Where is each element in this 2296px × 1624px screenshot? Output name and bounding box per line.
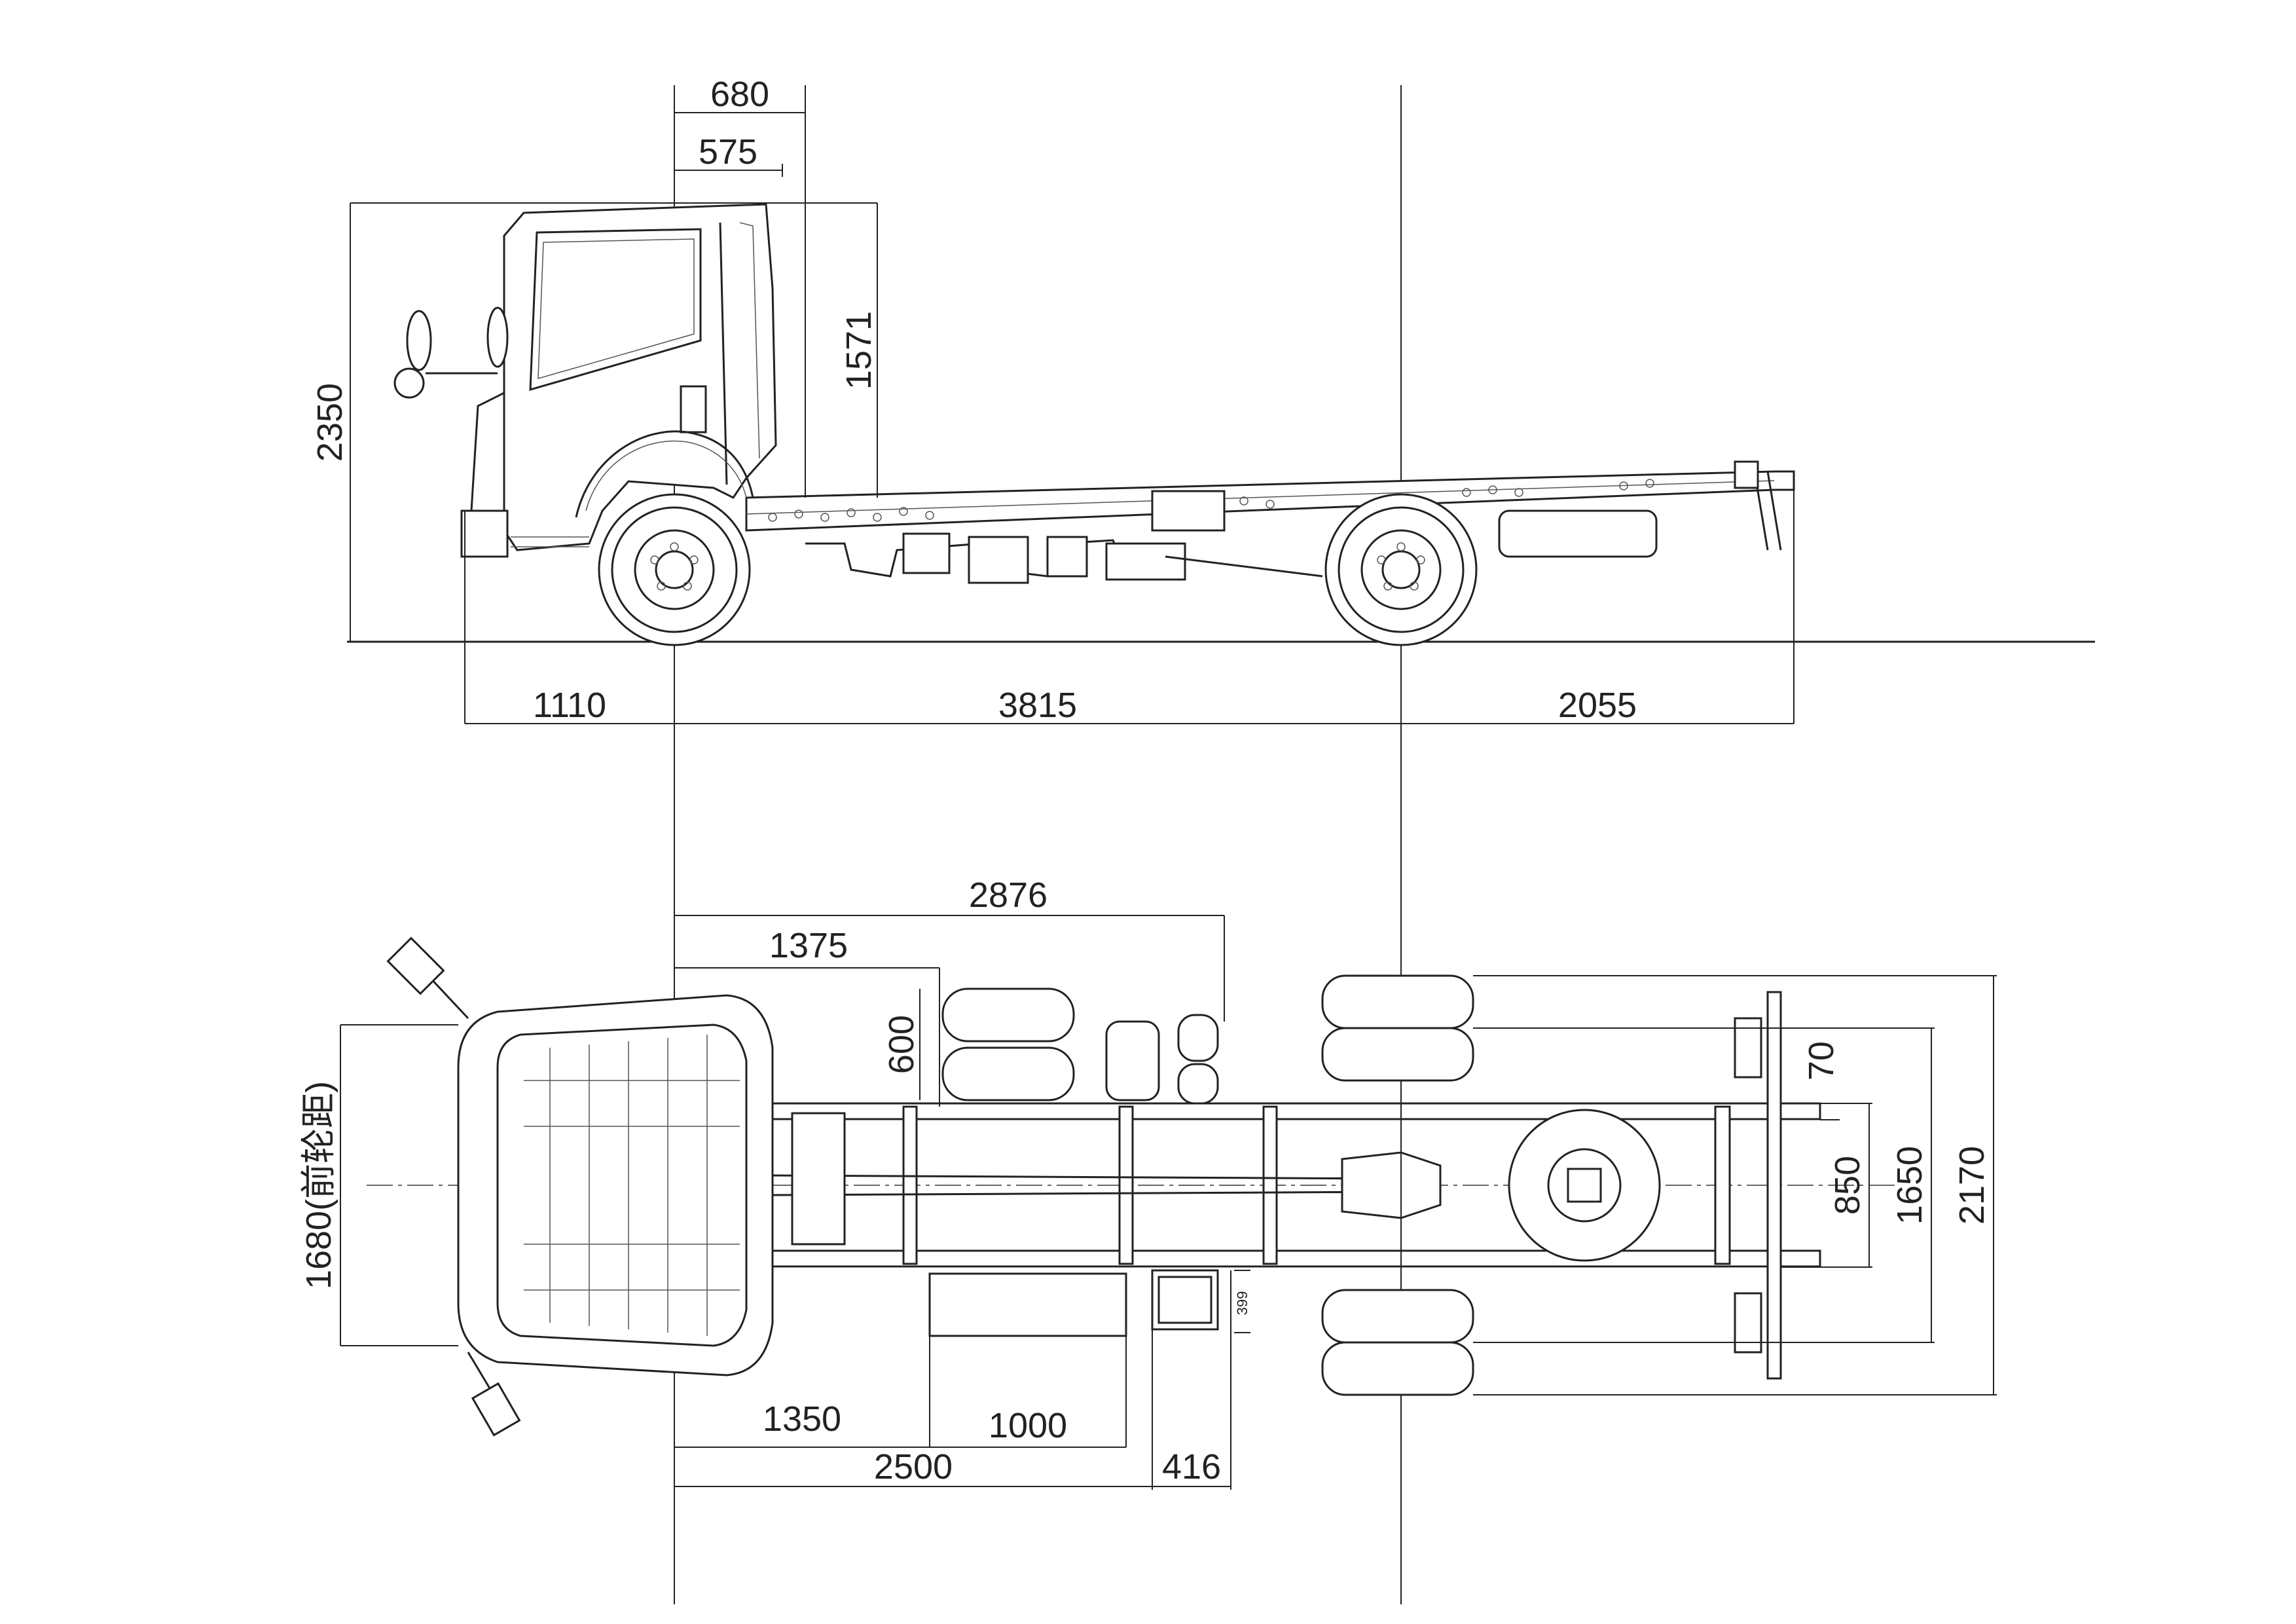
side-view: 680 575 1571 2350 1110 3815 2055 <box>310 75 2095 725</box>
dim-2170-overall-width: 2170 <box>1952 1146 1992 1225</box>
battery-box <box>928 1272 1127 1337</box>
exhaust-top <box>1105 1014 1219 1105</box>
fuel-tank <box>1151 1269 1219 1331</box>
dim-1000: 1000 <box>989 1406 1067 1445</box>
dim-575: 575 <box>699 132 757 172</box>
dim-1350: 1350 <box>763 1399 841 1439</box>
dim-399: 399 <box>1234 1291 1250 1316</box>
top-dimensions: 2876 1375 600 1680(前轮距) 1350 1000 2500 <box>299 876 1997 1490</box>
truck-cab-top <box>457 994 774 1376</box>
dim-416: 416 <box>1162 1447 1221 1486</box>
spare-wheel-top <box>1508 1109 1661 1262</box>
axle-center-lines <box>674 85 1402 1604</box>
rear-components-side <box>1498 460 1782 558</box>
rear-wheels-top <box>1321 974 1474 1396</box>
mirrors-top <box>386 936 521 1437</box>
dim-1680-front-track: 1680(前轮距) <box>299 1081 338 1289</box>
dim-1110: 1110 <box>533 686 606 725</box>
drivetrain-side <box>805 490 1323 584</box>
dim-2876: 2876 <box>969 876 1048 915</box>
rear-wheel-side <box>1324 493 1478 646</box>
air-tanks <box>941 987 1075 1101</box>
rear-crossmember <box>1734 991 1782 1380</box>
dim-850: 850 <box>1828 1156 1867 1215</box>
front-wheel-side <box>598 493 751 646</box>
dim-2350: 2350 <box>310 383 350 462</box>
dim-3815: 3815 <box>998 686 1077 725</box>
dim-1375: 1375 <box>769 926 848 965</box>
frame-rails-top <box>765 1102 1821 1268</box>
top-view: 2876 1375 600 1680(前轮距) 1350 1000 2500 <box>299 876 1997 1490</box>
driveline-top <box>772 1112 1442 1246</box>
dim-1571: 1571 <box>839 311 879 390</box>
side-dimensions: 680 575 1571 2350 1110 3815 2055 <box>310 75 1795 725</box>
dim-1650-rear-track: 1650 <box>1890 1146 1929 1225</box>
dim-2500: 2500 <box>874 1447 953 1486</box>
dim-600: 600 <box>882 1015 921 1074</box>
side-mirror <box>393 306 509 399</box>
dim-680: 680 <box>710 75 769 114</box>
truck-cab <box>460 203 777 558</box>
dim-2055: 2055 <box>1558 686 1637 725</box>
dim-70: 70 <box>1802 1041 1841 1080</box>
